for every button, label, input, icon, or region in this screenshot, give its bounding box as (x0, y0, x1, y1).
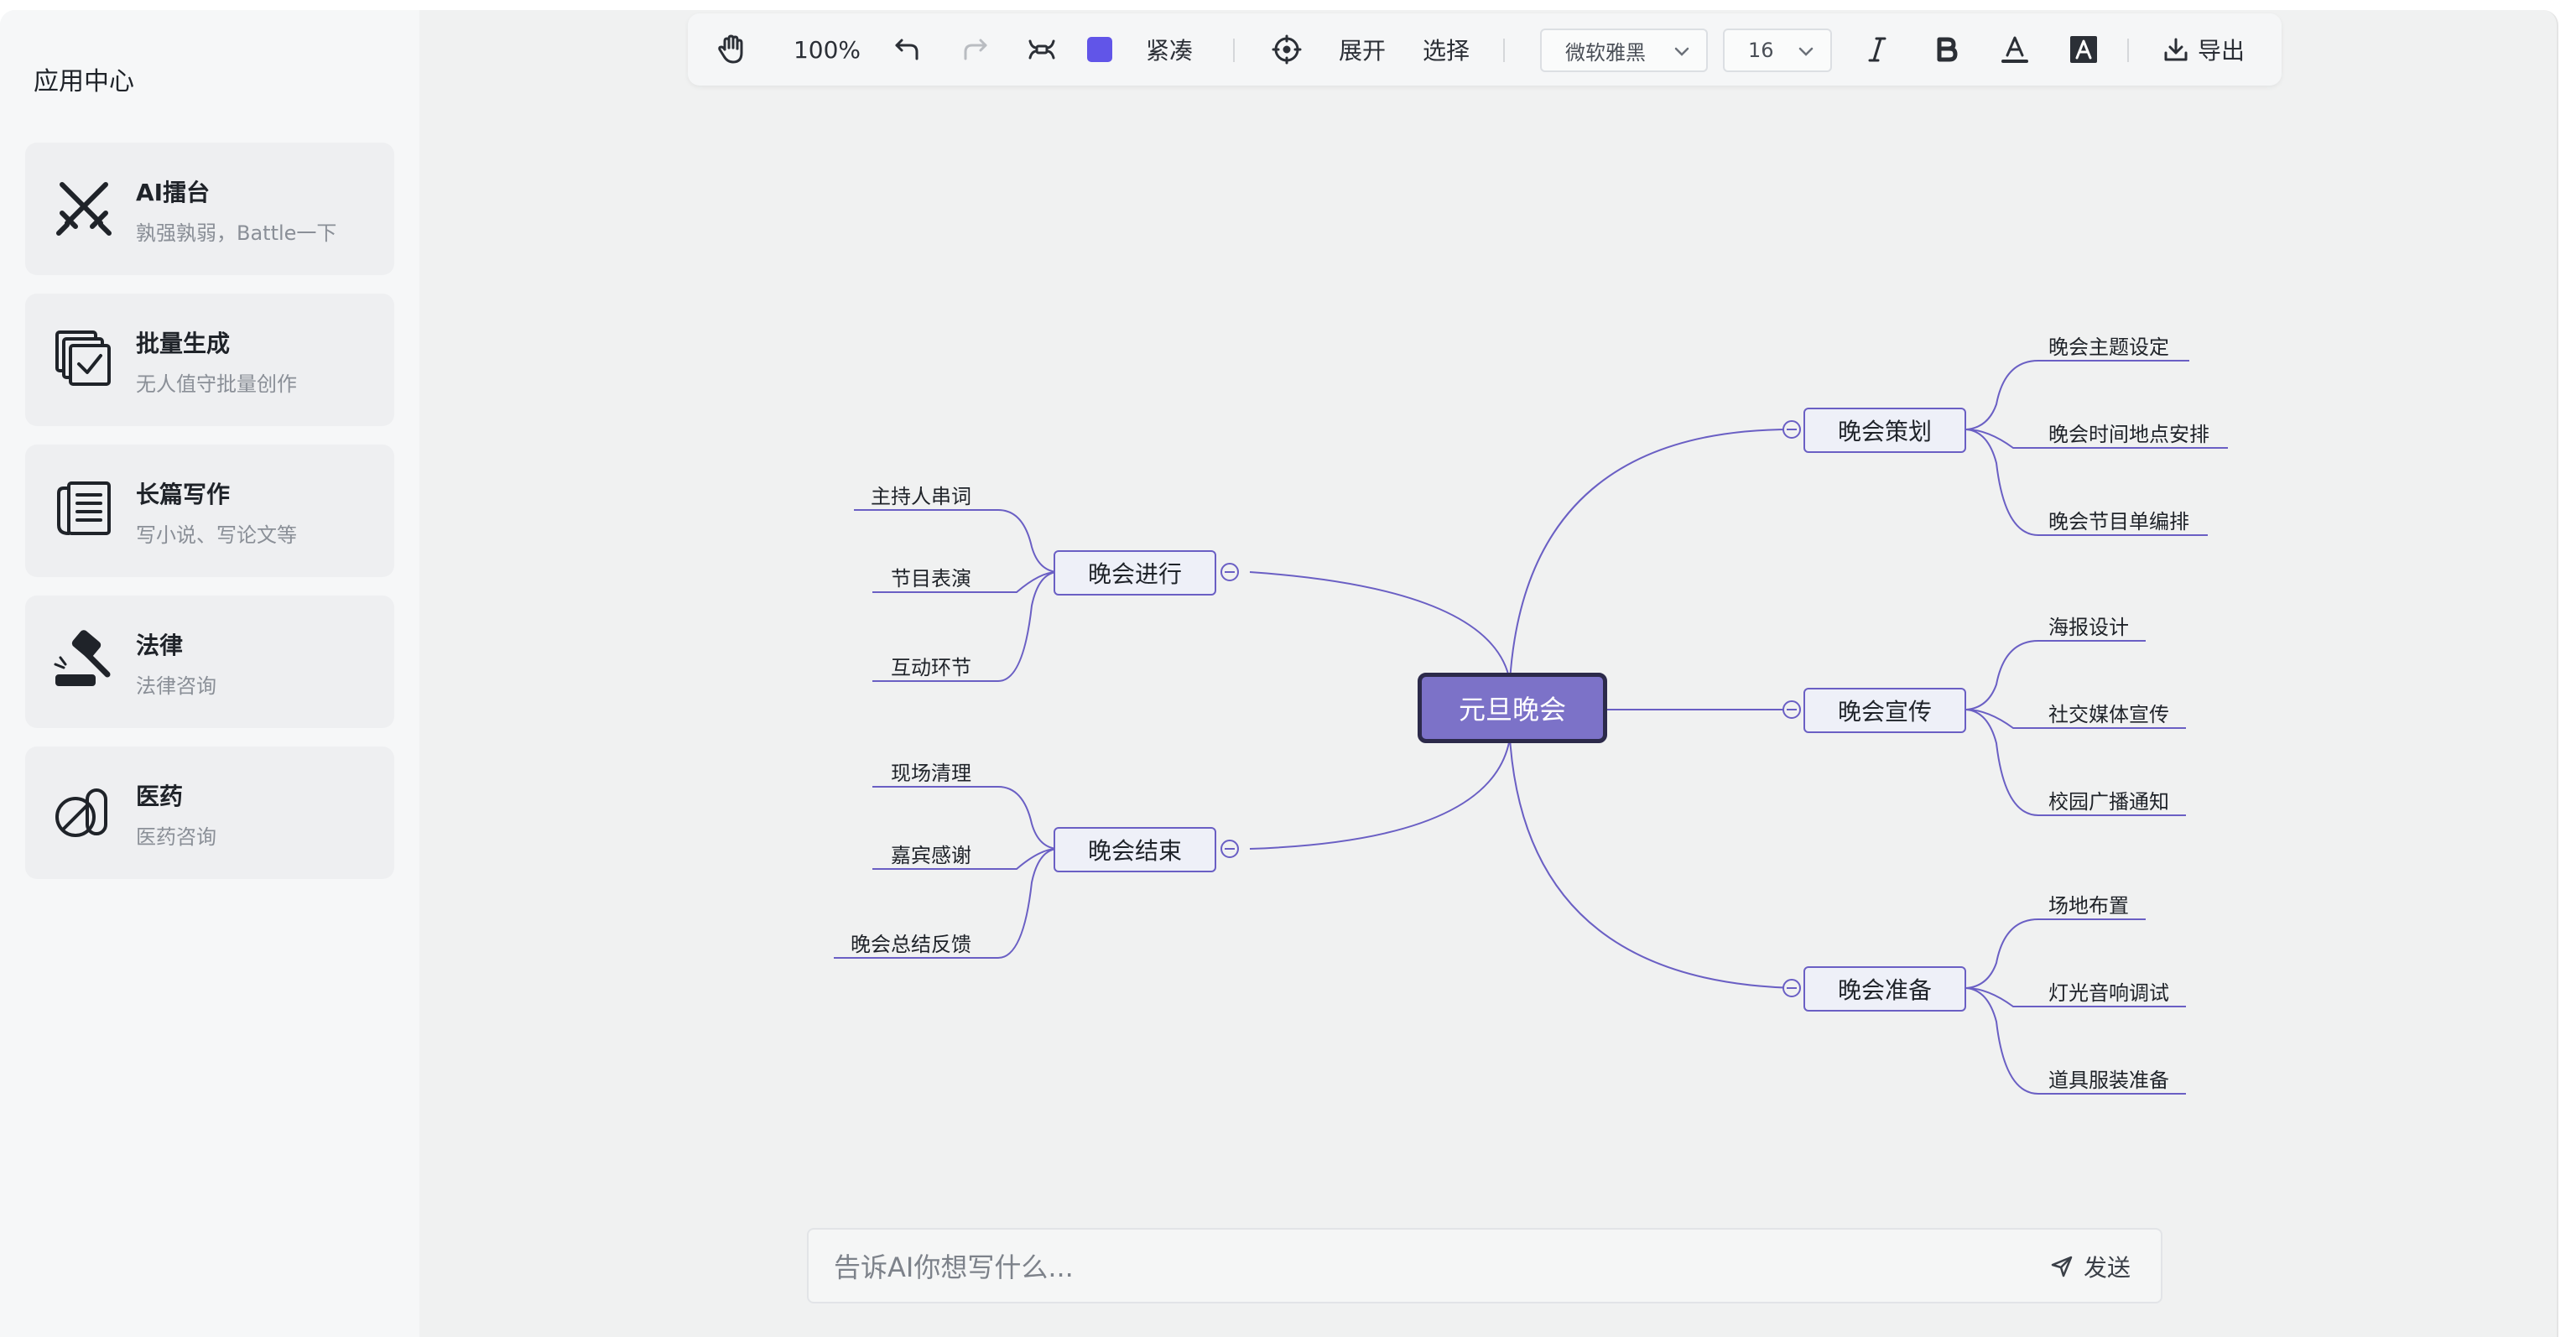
mindmap-leaf[interactable]: 现场清理 (891, 762, 971, 785)
mindmap-leaf[interactable]: 灯光音响调试 (2048, 981, 2169, 1005)
ai-prompt-box: 发送 (807, 1228, 2162, 1303)
hand-tool-button[interactable] (710, 13, 753, 86)
font-size-select[interactable]: 16 (1723, 29, 1832, 72)
export-button[interactable]: 导出 (2154, 13, 2253, 86)
app-card-ai-arena[interactable]: AI擂台 孰强孰弱，Battle一下 (25, 143, 394, 275)
app-window: 应用中心 AI擂台 孰强孰弱，Battle一下 (0, 10, 2558, 1337)
mindmap-leaf[interactable]: 道具服装准备 (2048, 1069, 2169, 1092)
mindmap-leaf[interactable]: 晚会节目单编排 (2048, 510, 2189, 533)
app-desc: 写小说、写论文等 (136, 523, 297, 547)
highlight-color-button[interactable] (2060, 13, 2107, 86)
app-desc: 法律咨询 (136, 674, 216, 698)
mindmap-leaf[interactable]: 海报设计 (2048, 616, 2129, 639)
mindmap-branch-node[interactable]: 晚会宣传 (1803, 688, 1966, 733)
app-desc: 孰强孰弱，Battle一下 (136, 221, 337, 245)
send-label: 发送 (2083, 1254, 2131, 1282)
toolbar-divider (1503, 39, 1505, 62)
mindmap-branch-node[interactable]: 晚会结束 (1054, 827, 1216, 872)
crossed-swords-icon (50, 174, 117, 242)
batch-check-icon (50, 325, 117, 393)
font-color-button[interactable] (1991, 13, 2038, 86)
mindmap-branch-node[interactable]: 晚会准备 (1803, 966, 1966, 1012)
mindmap-leaf[interactable]: 主持人串词 (871, 485, 971, 508)
target-icon (1272, 34, 1302, 65)
mindmap-root-node[interactable]: 元旦晚会 (1418, 673, 1607, 743)
italic-icon (1868, 37, 1886, 62)
locate-center-button[interactable] (1263, 13, 1310, 86)
layout-compact-button[interactable]: 紧凑 (1145, 37, 1193, 65)
redo-icon (964, 39, 987, 60)
app-desc: 医药咨询 (136, 825, 216, 849)
app-name: 法律 (136, 632, 184, 659)
mindmap-branch-node[interactable]: 晚会进行 (1054, 550, 1216, 596)
mindmap-leaf[interactable]: 社交媒体宣传 (2048, 703, 2169, 726)
font-size-value: 16 (1748, 39, 1774, 62)
sidebar-title: 应用中心 (34, 67, 134, 96)
ai-prompt-input[interactable] (832, 1246, 1993, 1288)
mindmap-leaf[interactable]: 节目表演 (891, 567, 971, 590)
app-name: 批量生成 (136, 330, 231, 357)
expand-button[interactable]: 展开 (1338, 37, 1386, 65)
chevron-down-icon (1798, 47, 1814, 56)
mindmap-leaf[interactable]: 校园广播通知 (2048, 790, 2169, 814)
mindmap-leaf[interactable]: 晚会主题设定 (2048, 336, 2169, 359)
mindmap-connectors (834, 360, 2228, 1095)
app-desc: 无人值守批量创作 (136, 372, 297, 396)
sidebar: 应用中心 AI擂台 孰强孰弱，Battle一下 (0, 10, 419, 1337)
bold-button[interactable] (1923, 13, 1970, 86)
select-button[interactable]: 选择 (1422, 37, 1470, 65)
undo-icon (895, 39, 919, 60)
toolbar-divider (1233, 39, 1235, 62)
mindmap-toolbar: 100% 紧凑 (688, 13, 2282, 86)
font-family-select[interactable]: 微软雅黑 (1540, 29, 1708, 72)
node-color-button[interactable] (1080, 13, 1119, 86)
app-name: 医药 (136, 783, 184, 810)
zoom-level[interactable]: 100% (793, 35, 861, 64)
font-color-icon (2001, 36, 2028, 63)
font-family-value: 微软雅黑 (1565, 40, 1646, 65)
app-card-law[interactable]: 法律 法律咨询 (25, 596, 394, 728)
color-swatch (1087, 37, 1112, 62)
mindmap-leaf[interactable]: 嘉宾感谢 (891, 844, 971, 867)
mindmap-branch-node[interactable]: 晚会策划 (1803, 408, 1966, 453)
app-name: AI擂台 (136, 179, 211, 206)
app-card-long-writing[interactable]: 长篇写作 写小说、写论文等 (25, 445, 394, 577)
app-card-batch-generate[interactable]: 批量生成 无人值守批量创作 (25, 294, 394, 426)
bold-icon (1937, 37, 1958, 62)
structure-icon (1028, 39, 1055, 60)
mindmap-leaf[interactable]: 互动环节 (891, 656, 971, 679)
mindmap-leaf[interactable]: 场地布置 (2048, 894, 2129, 918)
toolbar-divider (2127, 39, 2129, 62)
send-button[interactable]: 发送 (2050, 1246, 2131, 1287)
export-label: 导出 (2197, 37, 2245, 65)
gavel-icon (50, 627, 117, 695)
document-scroll-icon (50, 476, 117, 544)
download-icon (2164, 38, 2188, 61)
mindmap-leaf[interactable]: 晚会总结反馈 (851, 933, 971, 956)
redo-button[interactable] (948, 13, 1002, 86)
mindmap-leaf[interactable]: 晚会时间地点安排 (2048, 423, 2209, 446)
italic-button[interactable] (1854, 13, 1901, 86)
highlight-color-icon (2070, 36, 2097, 63)
structure-button[interactable] (1018, 13, 1065, 86)
pill-icon (50, 778, 117, 845)
app-card-medicine[interactable]: 医药 医药咨询 (25, 747, 394, 879)
send-icon (2051, 1256, 2073, 1277)
mindmap-canvas[interactable]: 元旦晚会 晚会策划 晚会宣传 晚会准备 晚会进行 晚会结束 晚会主题设定 晚会时… (419, 10, 2557, 1337)
undo-button[interactable] (881, 13, 934, 86)
app-name: 长篇写作 (136, 481, 231, 508)
chevron-down-icon (1674, 47, 1689, 56)
hand-icon (718, 34, 743, 64)
